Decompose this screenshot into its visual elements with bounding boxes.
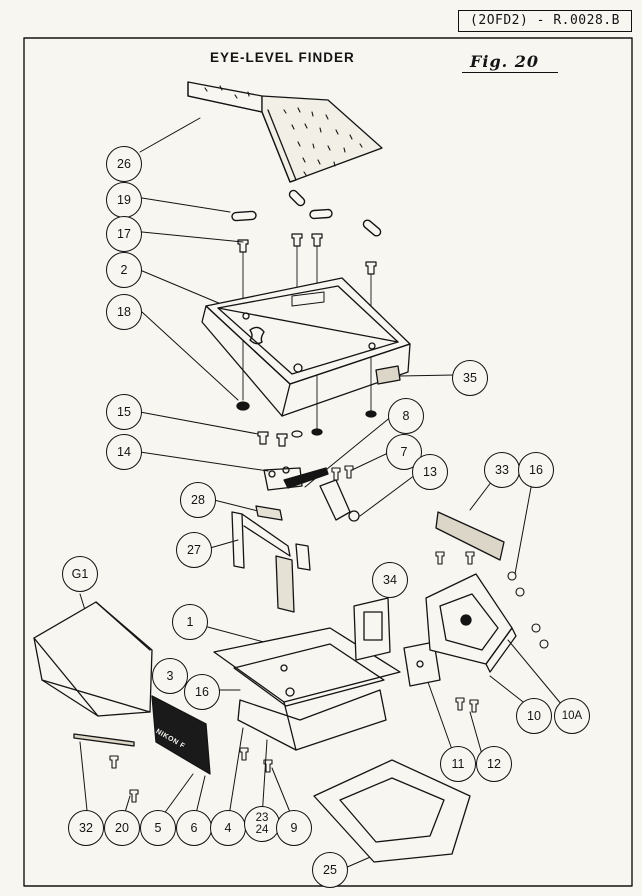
- callout-3: 3: [152, 658, 188, 694]
- callout-11: 11: [440, 746, 476, 782]
- callout-9: 9: [276, 810, 312, 846]
- callout-G1: G1: [62, 556, 98, 592]
- callout-16-upper: 16: [518, 452, 554, 488]
- document-code: (2OFD2) - R.0028.B: [458, 10, 632, 32]
- callout-25: 25: [312, 852, 348, 888]
- part-18-washer: [236, 401, 250, 411]
- callout-12: 12: [476, 746, 512, 782]
- part-12-screws: [455, 697, 479, 713]
- part-2-finder-housing: [201, 277, 411, 417]
- part-16-screws: [435, 551, 549, 649]
- callout-18: 18: [106, 294, 142, 330]
- callout-23-24: 23 24: [244, 806, 280, 842]
- part-25-gasket: [313, 759, 471, 863]
- callout-35: 35: [452, 360, 488, 396]
- part-3-nameplate: [151, 695, 211, 775]
- part-15-screws: [257, 410, 377, 447]
- part-28-block: [255, 505, 283, 521]
- callout-20: 20: [104, 810, 140, 846]
- figure-label: Fig. 20: [470, 52, 540, 71]
- callout-10A: 10A: [554, 698, 590, 734]
- callout-17: 17: [106, 216, 142, 252]
- part-13-lever: [319, 479, 360, 522]
- callout-34: 34: [372, 562, 408, 598]
- part-35-pad: [375, 365, 401, 385]
- callout-2: 2: [106, 252, 142, 288]
- callout-5: 5: [140, 810, 176, 846]
- part-14-bracket: [263, 466, 329, 491]
- part-27-frame: [231, 511, 311, 613]
- callout-4: 4: [210, 810, 246, 846]
- part-11-clip: [403, 641, 441, 687]
- callout-16-lower: 16: [184, 674, 220, 710]
- callout-15: 15: [106, 394, 142, 430]
- part-19-pins: [231, 189, 382, 237]
- callout-7: 7: [386, 434, 422, 470]
- part-32-rod: [73, 733, 135, 747]
- part-34-window-plate: [353, 597, 391, 661]
- callout-19: 19: [106, 182, 142, 218]
- figure-label-underline: [462, 72, 558, 73]
- callout-6: 6: [176, 810, 212, 846]
- part-1-base-frame: [213, 627, 401, 751]
- callout-33: 33: [484, 452, 520, 488]
- part-10-prism-holder: [425, 573, 517, 673]
- part-G1-cover: [33, 601, 153, 717]
- part-17-screws: [237, 233, 377, 275]
- callout-28: 28: [180, 482, 216, 518]
- figure-title: EYE-LEVEL FINDER: [210, 50, 355, 65]
- callout-8: 8: [388, 398, 424, 434]
- callout-26: 26: [106, 146, 142, 182]
- callout-13: 13: [412, 454, 448, 490]
- callout-27: 27: [176, 532, 212, 568]
- part-33-foam-strip: [435, 511, 505, 561]
- part-7-screws: [331, 465, 354, 481]
- callout-14: 14: [106, 434, 142, 470]
- callout-10: 10: [516, 698, 552, 734]
- part-20-screws: [109, 755, 139, 803]
- part-26-eyepiece-pad: [187, 81, 383, 183]
- part-23-24-screws: [239, 747, 273, 773]
- callout-1: 1: [172, 604, 208, 640]
- callout-32: 32: [68, 810, 104, 846]
